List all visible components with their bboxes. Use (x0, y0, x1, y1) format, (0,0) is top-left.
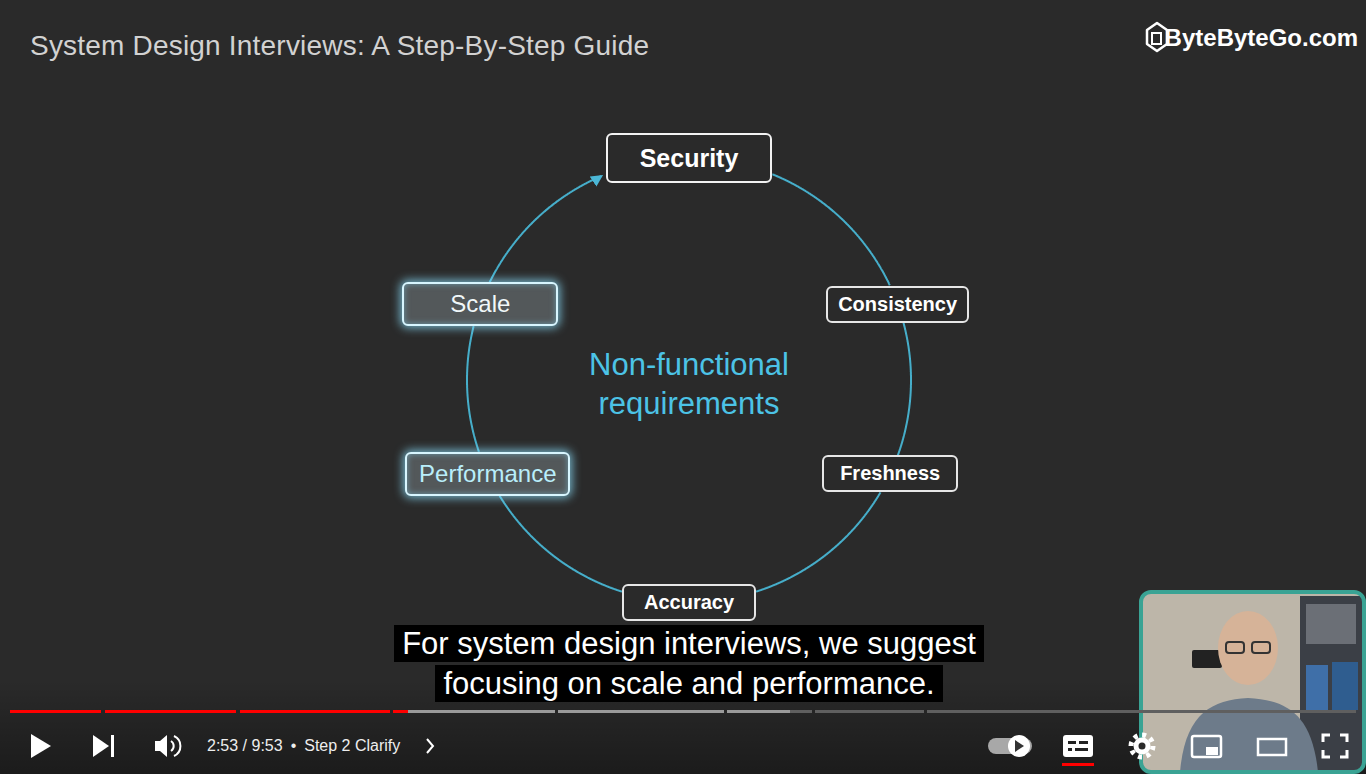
captions-icon-line (1068, 748, 1072, 751)
settings-gear-hole (1139, 743, 1146, 750)
webcam-person-head (1218, 611, 1278, 685)
chapter-title: Step 2 Clarify (304, 737, 400, 755)
settings-gear-teeth (1131, 735, 1153, 757)
webcam-border (1141, 592, 1364, 772)
webcam-book (1306, 604, 1356, 644)
fullscreen-icon (1323, 735, 1347, 757)
requirement-box: Security (606, 133, 773, 184)
requirement-box: Consistency (826, 286, 969, 323)
progress-buffered (558, 710, 724, 713)
volume-icon (155, 735, 167, 757)
requirement-label: Freshness (840, 462, 940, 485)
next-icon-bar (111, 735, 114, 757)
miniplayer-icon (1192, 736, 1221, 757)
webcam-book (1306, 665, 1328, 710)
subtitle-box: For system design interviews, we suggest… (349, 624, 1029, 704)
settings-gear (1134, 738, 1151, 755)
progress-buffered (727, 710, 790, 713)
ring-connector (756, 492, 880, 591)
autoplay-knob (1008, 735, 1030, 757)
ring-connector (500, 496, 622, 592)
requirement-label: Consistency (838, 293, 957, 316)
progress-played (10, 710, 101, 713)
theater-icon (1258, 739, 1286, 755)
progress-buffered (408, 710, 555, 713)
requirement-box: Scale (402, 282, 558, 326)
miniplayer-icon-inner (1206, 747, 1218, 755)
play-icon (31, 734, 51, 758)
volume-wave (174, 736, 180, 756)
requirement-label: Scale (450, 290, 510, 318)
ring-connector (490, 176, 602, 282)
center-heading: Non-functional requirements (559, 346, 819, 424)
progress-played (240, 710, 390, 713)
progress-rest (927, 710, 1356, 713)
progress-rest (790, 710, 812, 713)
captions-icon-line (1068, 741, 1076, 744)
progress-rest (815, 710, 924, 713)
ring-connector (467, 326, 479, 452)
autoplay-knob-play (1015, 740, 1024, 752)
requirement-label: Performance (419, 460, 556, 488)
webcam-item (1192, 650, 1222, 668)
webcam-wall (1141, 592, 1364, 772)
separator-dot: • (291, 737, 297, 755)
ring-connector (772, 174, 889, 285)
logo-icon-inner (1152, 33, 1161, 44)
webcam-glasses (1226, 642, 1244, 653)
webcam-glasses (1252, 642, 1270, 653)
brand-logo-text: ByteByteGo.com (1165, 24, 1358, 52)
captions-icon-line (1075, 748, 1088, 751)
next-icon (93, 735, 109, 757)
volume-wave (171, 741, 174, 751)
webcam-person-body (1180, 698, 1318, 772)
captions-icon (1063, 735, 1093, 757)
requirement-label: Accuracy (644, 591, 734, 614)
requirement-box: Performance (405, 452, 570, 496)
slide-title: System Design Interviews: A Step-By-Step… (30, 30, 649, 62)
progress-played (105, 710, 236, 713)
captions-icon-line (1079, 741, 1088, 744)
chapter-chevron (427, 739, 433, 753)
requirement-box: Accuracy (622, 584, 756, 621)
captions-underline (1062, 763, 1094, 766)
webcam-book (1332, 662, 1358, 710)
progress-played (393, 710, 408, 713)
ring-connector (898, 323, 911, 455)
webcam-overlay (1141, 592, 1364, 772)
requirement-box: Freshness (822, 455, 958, 492)
requirement-label: Security (640, 144, 739, 173)
video-time: 2:53 / 9:53 (207, 737, 283, 755)
subtitle-caption: For system design interviews, we suggest… (394, 625, 984, 702)
logo-icon (1147, 23, 1167, 51)
